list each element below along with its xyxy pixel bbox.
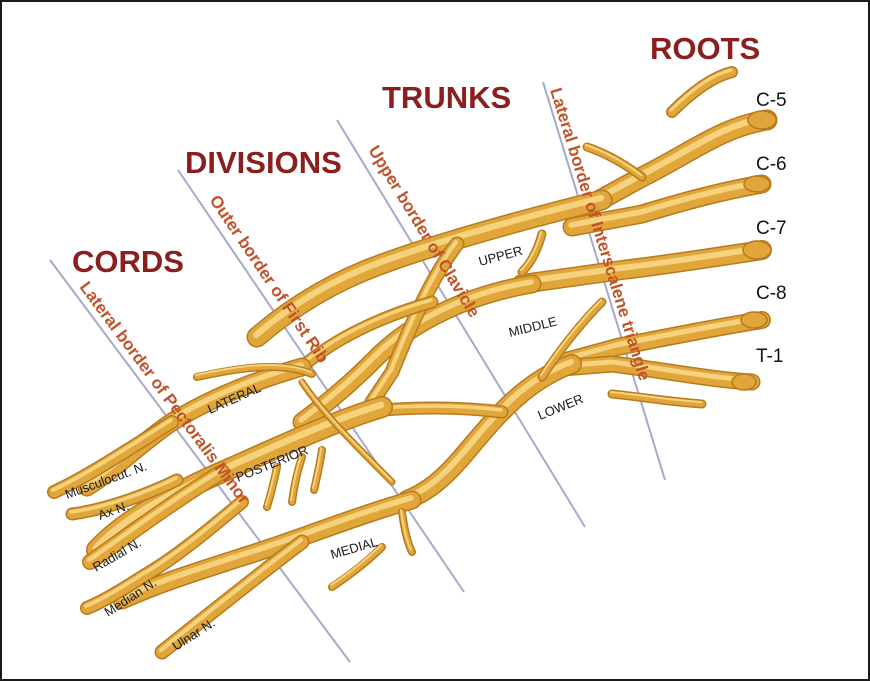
root-end-cap-4 (732, 374, 756, 390)
root-end-cap-0 (748, 111, 776, 129)
root-label-c6: C-6 (756, 154, 787, 175)
branch-1 (671, 70, 732, 112)
root-t1 (561, 362, 752, 382)
twig-4 (401, 510, 412, 552)
heading-divisions: DIVISIONS (185, 145, 342, 180)
branch-2 (586, 145, 642, 177)
root-c8-body (562, 320, 762, 362)
branch-5 (611, 392, 702, 404)
root-label-c5: C-5 (756, 90, 787, 111)
branch-3 (521, 232, 542, 272)
root-end-cap-1 (744, 176, 770, 192)
heading-roots: ROOTS (650, 31, 760, 66)
heading-cords: CORDS (72, 244, 184, 279)
interscalene-border-label: Lateral border of Interscalene triangle (546, 86, 654, 383)
trunk-label-upper: UPPER (477, 243, 524, 269)
twig-3 (313, 448, 322, 490)
trunk-label-middle: MIDDLE (507, 313, 559, 340)
trunk-lower-body (407, 364, 572, 500)
heading-trunks: TRUNKS (382, 80, 511, 115)
root-label-t1: T-1 (756, 346, 783, 367)
root-label-c7: C-7 (756, 218, 787, 239)
root-end-cap-3 (741, 312, 767, 328)
root-end-cap-2 (743, 241, 771, 259)
trunk-label-lower: LOWER (536, 391, 586, 423)
branch-2-body (587, 147, 642, 177)
div-lower-post (381, 406, 502, 412)
root-label-c8: C-8 (756, 283, 787, 304)
twig-4-body (402, 512, 412, 552)
nerve-network (53, 70, 776, 652)
root-c8 (561, 318, 762, 362)
root-c7 (521, 248, 762, 284)
trunk-lower (406, 362, 572, 500)
